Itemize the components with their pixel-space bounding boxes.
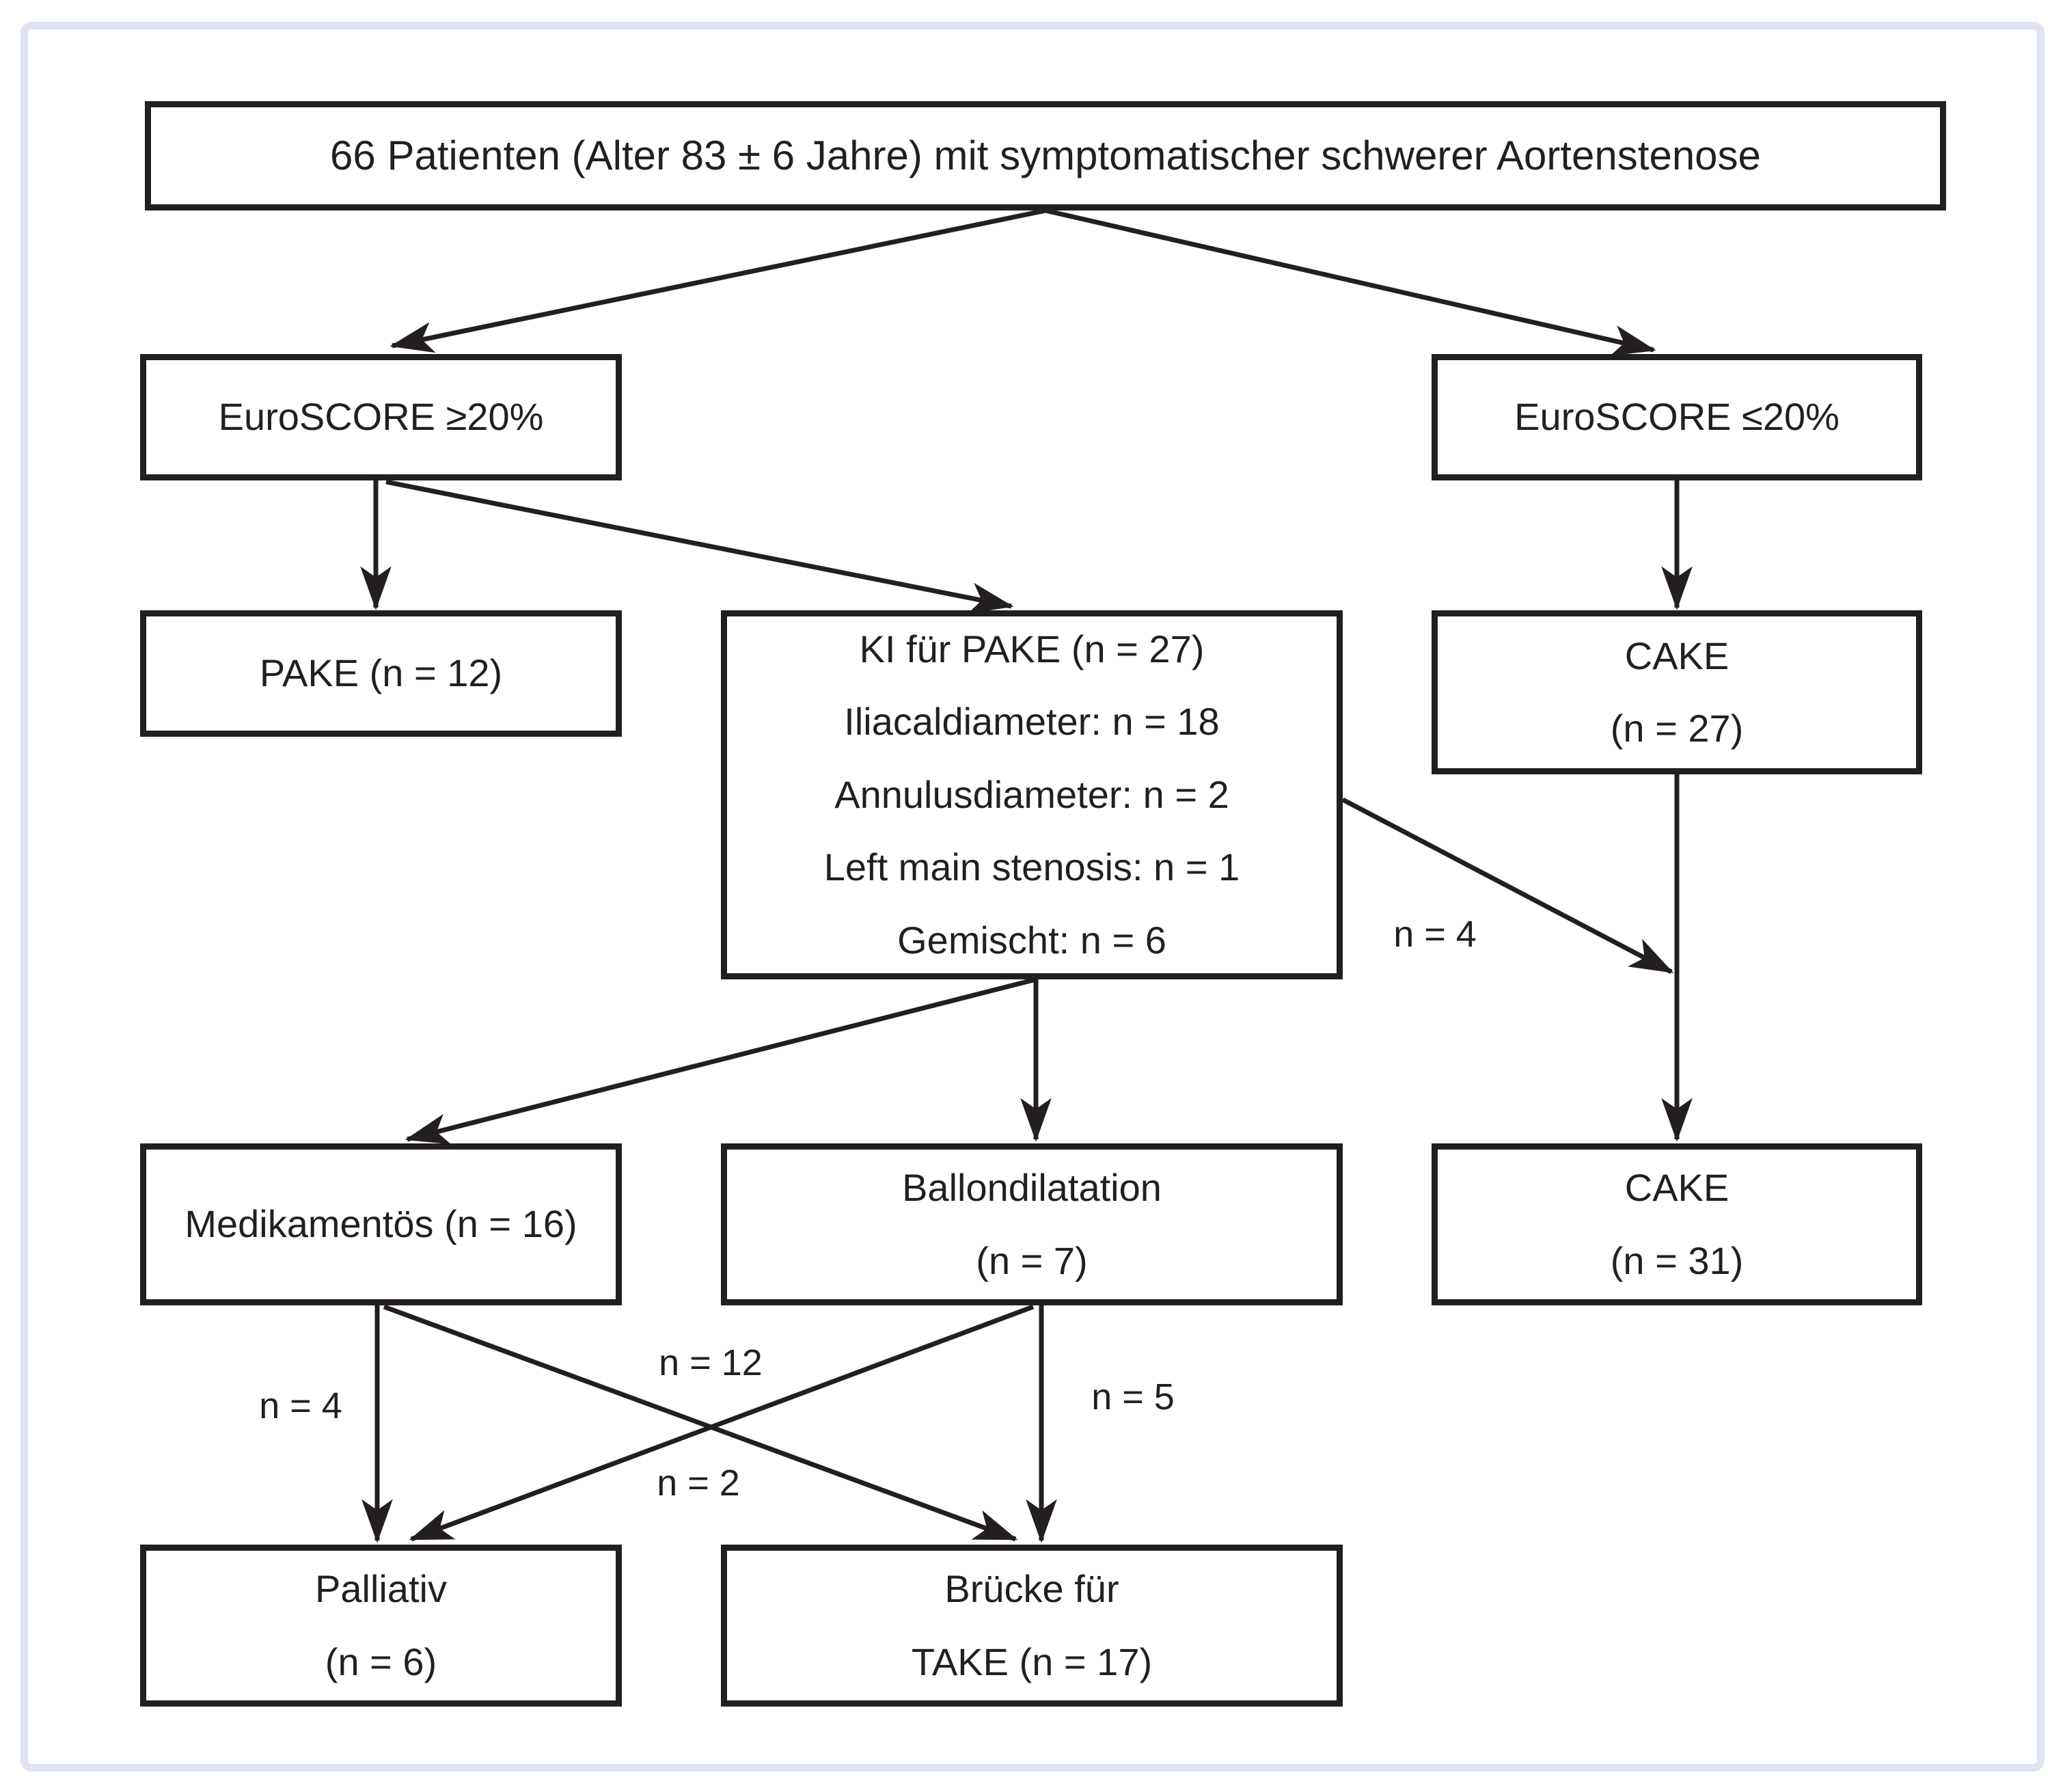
edge-label-medik-to-bruecke: n = 12: [659, 1342, 763, 1383]
node-euroscore-high-text: EuroSCORE ≥20%: [218, 395, 544, 439]
node-palliativ-line-2: (n = 6): [325, 1640, 437, 1683]
figure-border: [20, 22, 2045, 1771]
edge-title-to-euroscore-low: [1045, 208, 1656, 356]
node-cake-27-line-1: CAKE: [1624, 634, 1729, 677]
edge-medik-to-bruecke: [383, 1304, 1018, 1542]
edge-ki-to-cake: [1341, 797, 1674, 975]
node-ki-fuer-pake-line-5: Gemischt: n = 6: [897, 918, 1166, 962]
edge-title-to-euroscore-high: [389, 208, 1046, 353]
node-euroscore-low-text: EuroSCORE ≤20%: [1514, 395, 1840, 439]
node-title-text: 66 Patienten (Alter 83 ± 6 Jahre) mit sy…: [330, 133, 1761, 178]
node-medikamentoes-text: Medikamentös (n = 16): [184, 1202, 577, 1246]
node-title: 66 Patienten (Alter 83 ± 6 Jahre) mit sy…: [145, 101, 1946, 211]
edge-euroscore-high-to-ki: [385, 479, 1014, 614]
node-pake: PAKE (n = 12): [140, 610, 622, 737]
edge-ballon-to-palliativ: [409, 1304, 1035, 1542]
node-cake-27: CAKE (n = 27): [1432, 610, 1922, 774]
node-pake-text: PAKE (n = 12): [259, 651, 503, 695]
edge-ki-to-medik: [405, 977, 1037, 1145]
node-cake-31-line-2: (n = 31): [1610, 1238, 1744, 1282]
node-ballondilatation: Ballondilatation (n = 7): [721, 1143, 1343, 1305]
edge-label-ki-to-cake: n = 4: [1393, 914, 1477, 955]
node-cake-27-line-2: (n = 27): [1610, 707, 1744, 750]
node-medikamentoes: Medikamentös (n = 16): [140, 1143, 622, 1305]
node-ki-fuer-pake-line-2: Iliacaldiameter: n = 18: [844, 700, 1220, 744]
node-ki-fuer-pake-line-3: Annulusdiameter: n = 2: [834, 772, 1229, 816]
node-ballondilatation-line-2: (n = 7): [976, 1238, 1088, 1282]
node-palliativ: Palliativ (n = 6): [140, 1545, 622, 1707]
node-bruecke-take-line-2: TAKE (n = 17): [911, 1640, 1153, 1683]
node-bruecke-take: Brücke für TAKE (n = 17): [721, 1545, 1343, 1707]
node-cake-31-line-1: CAKE: [1624, 1166, 1729, 1210]
node-euroscore-high: EuroSCORE ≥20%: [140, 354, 622, 480]
node-bruecke-take-line-1: Brücke für: [944, 1567, 1119, 1611]
node-ki-fuer-pake-line-4: Left main stenosis: n = 1: [823, 845, 1240, 889]
edge-label-medik-to-palliativ: n = 4: [259, 1385, 342, 1426]
node-ki-fuer-pake: KI für PAKE (n = 27) Iliacaldiameter: n …: [721, 610, 1343, 979]
edge-label-ballon-to-bruecke: n = 5: [1091, 1376, 1175, 1417]
node-ki-fuer-pake-line-1: KI für PAKE (n = 27): [859, 627, 1205, 671]
edge-label-ballon-to-palliativ: n = 2: [657, 1463, 740, 1504]
node-cake-31: CAKE (n = 31): [1432, 1143, 1922, 1305]
node-euroscore-low: EuroSCORE ≤20%: [1432, 354, 1922, 480]
node-ballondilatation-line-1: Ballondilatation: [902, 1166, 1162, 1210]
node-palliativ-line-1: Palliativ: [315, 1567, 447, 1611]
